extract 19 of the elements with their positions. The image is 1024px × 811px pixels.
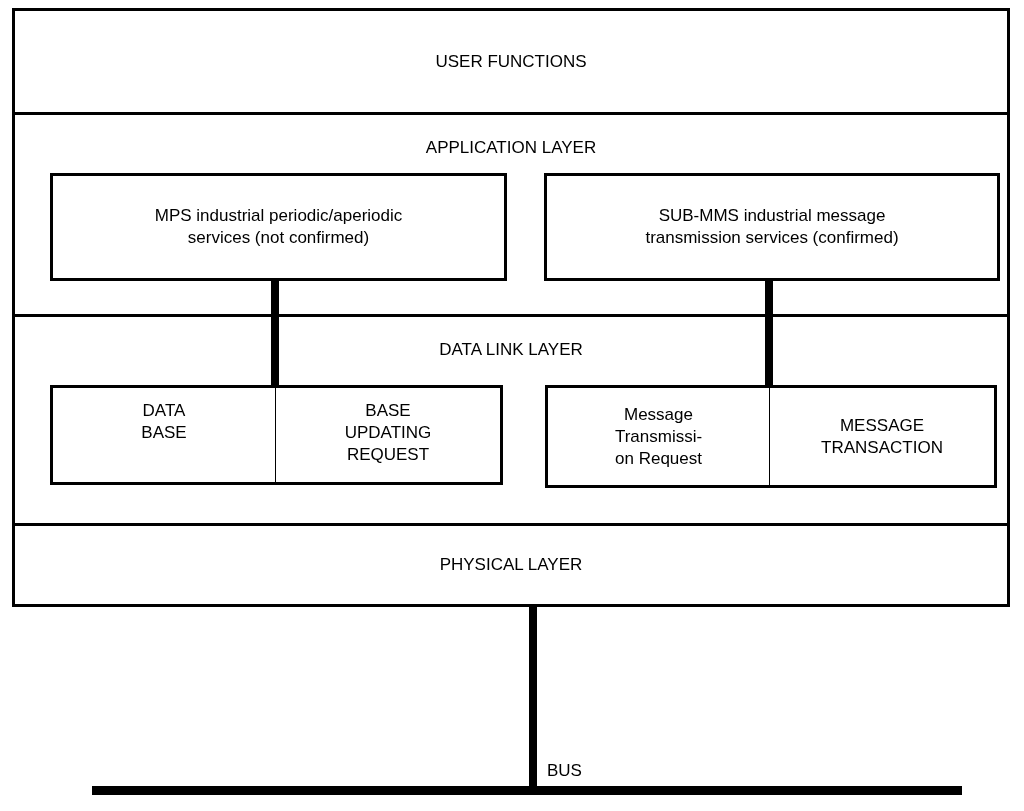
layer-band [12,314,1010,526]
layer-title: USER FUNCTIONS [435,50,587,73]
split-box [50,385,503,485]
layer-title: APPLICATION LAYER [425,137,597,159]
layer-band [12,8,1010,115]
service-text: MPS industrial periodic/aperiodic services (not confirmed) [153,205,404,249]
section-text: BASE UPDATING REQUEST [343,400,433,466]
bus-label: BUS [547,760,582,782]
section-text: MESSAGE TRANSACTION [820,414,944,459]
service-box [544,173,1000,281]
service-box [50,173,507,281]
layer-title: PHYSICAL LAYER [439,554,583,576]
layer-band [12,112,1010,317]
layer-band [12,523,1010,607]
service-text: SUB-MMS industrial message transmission services (confirmed) [644,205,900,249]
split-box [545,385,997,488]
section-text: Message Transmissi- on Request [613,403,704,470]
section-text: DATA BASE [140,400,188,444]
layer-title: DATA LINK LAYER [439,339,583,361]
